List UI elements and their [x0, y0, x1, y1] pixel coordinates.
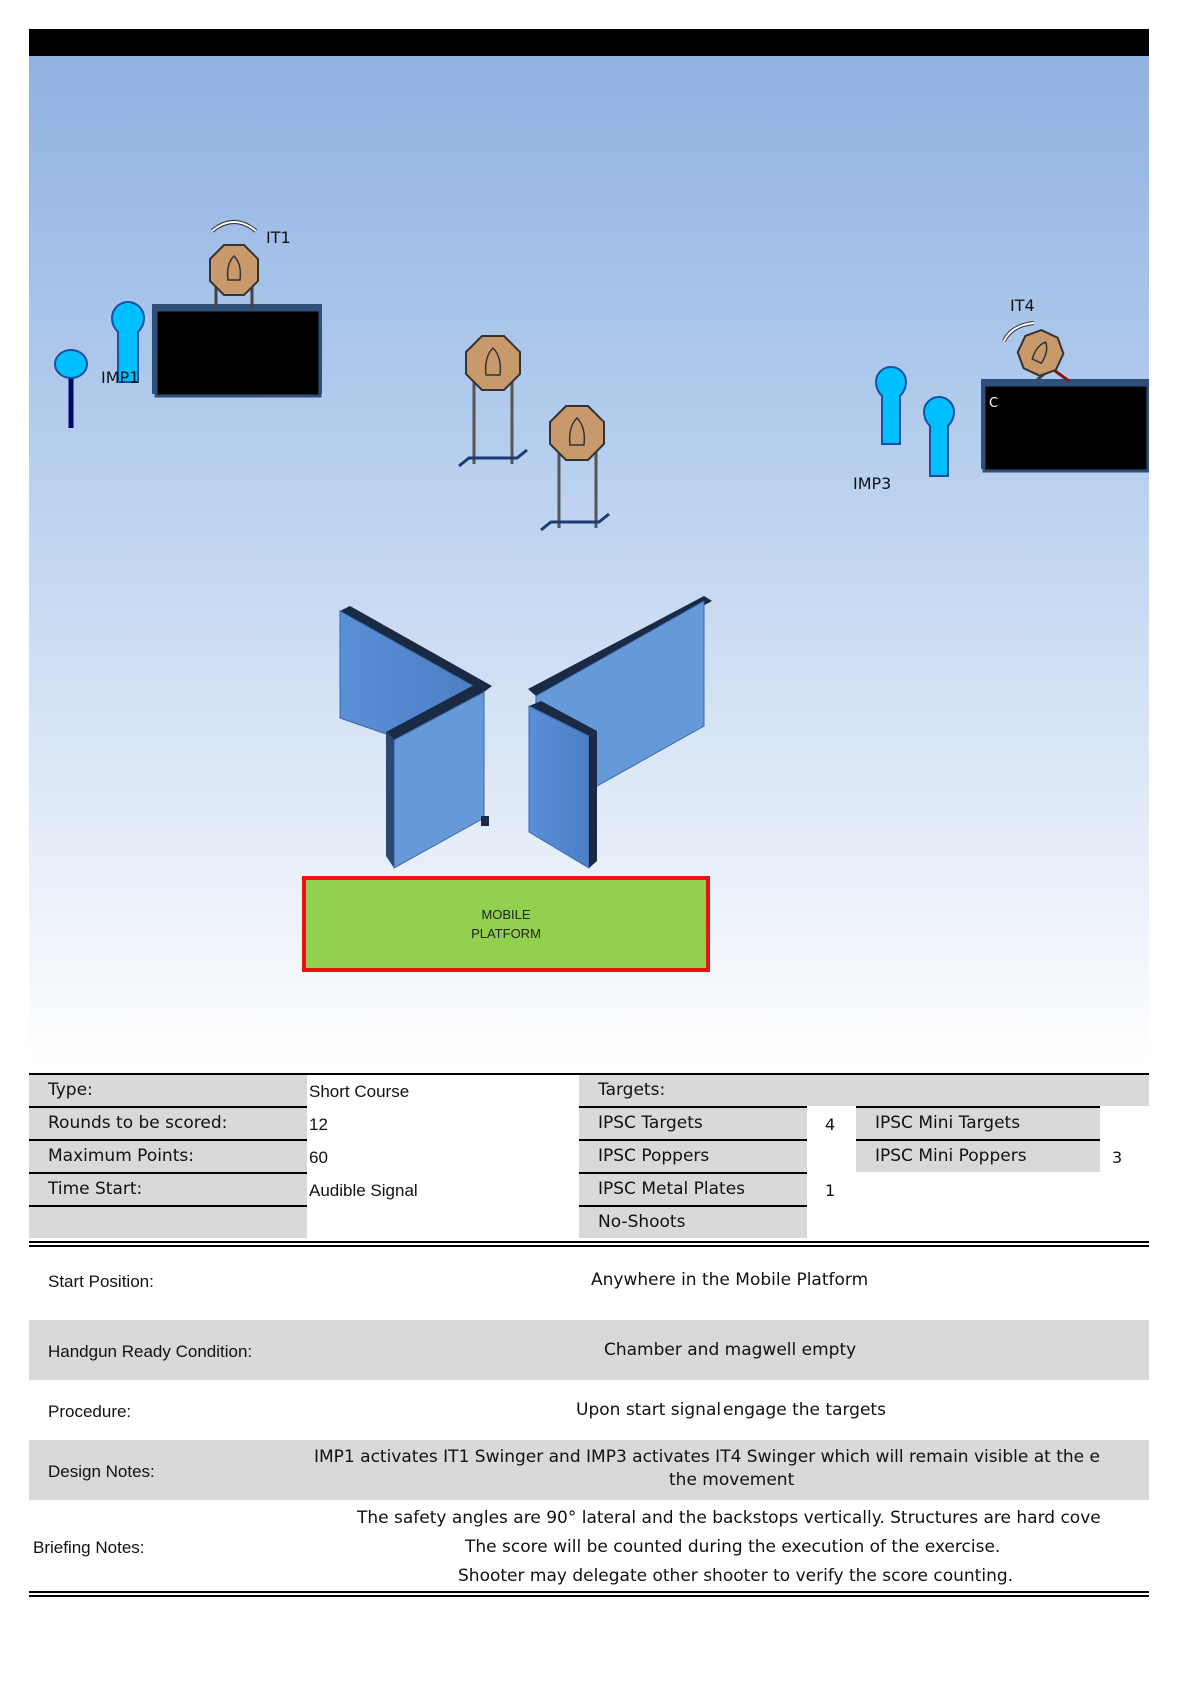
- ready-condition-label: Handgun Ready Condition:: [48, 1342, 253, 1361]
- wall-left-dark: [152, 304, 322, 398]
- ready-condition-value: Chamber and magwell empty: [604, 1340, 857, 1360]
- label-imp1: IMP1: [101, 368, 140, 387]
- procedure-row: Procedure: Upon start signal engage the …: [29, 1380, 1149, 1440]
- wall-right-dark: [981, 379, 1149, 473]
- start-position-value: Anywhere in the Mobile Platform: [591, 1270, 869, 1290]
- design-notes-row: Design Notes: IMP1 activates IT1 Swinger…: [29, 1440, 1149, 1500]
- design-notes-line2: the movement: [669, 1470, 795, 1490]
- popper-imp3-b: [922, 396, 956, 477]
- ipsc-poppers-label: IPSC Poppers: [579, 1139, 807, 1172]
- max-points-value: 60: [309, 1148, 328, 1167]
- type-value: Short Course: [309, 1082, 410, 1101]
- procedure-label: Procedure:: [48, 1402, 132, 1421]
- label-it1: IT1: [266, 228, 291, 247]
- swinger-it4: [1002, 321, 1070, 383]
- ipsc-metal-plates-value: 1: [825, 1181, 836, 1200]
- design-notes-line1: IMP1 activates IT1 Swinger and IMP3 acti…: [314, 1447, 1100, 1467]
- ipsc-mini-poppers-label: IPSC Mini Poppers: [856, 1139, 1100, 1172]
- popper-imp3-a: [874, 366, 908, 445]
- ipsc-metal-plates-label: IPSC Metal Plates: [579, 1172, 807, 1205]
- start-position-label: Start Position:: [48, 1272, 154, 1291]
- popper-imp1-pole: [54, 349, 88, 428]
- divider: [29, 1245, 1149, 1247]
- briefing-notes-line1: The safety angles are 90° lateral and th…: [357, 1508, 1101, 1528]
- procedure-value-part1: Upon start signal: [576, 1400, 722, 1420]
- briefing-notes-row: Briefing Notes: The safety angles are 90…: [29, 1500, 1149, 1588]
- type-label: Type:: [29, 1075, 307, 1106]
- empty-label-cell: [29, 1205, 307, 1238]
- no-shoots-label: No-Shoots: [579, 1205, 807, 1238]
- label-it4: IT4: [1010, 296, 1035, 315]
- target-center-1: [458, 335, 528, 468]
- stage-info-table: Type: Rounds to be scored: Maximum Point…: [29, 1073, 1149, 1241]
- divider: [29, 1591, 1149, 1593]
- ipsc-targets-label: IPSC Targets: [579, 1106, 807, 1139]
- rounds-value: 12: [309, 1115, 328, 1134]
- swinger-it1: [209, 220, 259, 308]
- briefing-notes-label: Briefing Notes:: [33, 1538, 145, 1557]
- popper-imp1: [110, 301, 146, 383]
- ipsc-mini-poppers-value: 3: [1112, 1148, 1123, 1167]
- barricade-left: [339, 606, 492, 869]
- divider: [29, 1595, 1149, 1597]
- ipsc-mini-targets-label: IPSC Mini Targets: [856, 1106, 1100, 1139]
- target-center-2: [540, 405, 610, 532]
- platform-label-line1: MOBILE: [481, 907, 531, 922]
- wall-mark: C: [989, 396, 999, 411]
- briefing-notes-line3: Shooter may delegate other shooter to ve…: [458, 1566, 1014, 1586]
- stage-drawing: [54, 220, 1149, 869]
- stage-diagram: IT1 IMP1 IT4 IMP3 C MOBILE PLATFORM: [29, 56, 1149, 1066]
- header-bar: [29, 29, 1149, 56]
- start-position-row: Start Position: Anywhere in the Mobile P…: [29, 1250, 1149, 1310]
- time-start-label: Time Start:: [29, 1172, 307, 1205]
- ipsc-targets-value: 4: [825, 1115, 836, 1134]
- briefing-notes-line2: The score will be counted during the exe…: [465, 1537, 1001, 1557]
- time-start-value: Audible Signal: [309, 1181, 418, 1200]
- targets-header: Targets:: [579, 1075, 1149, 1106]
- label-imp3: IMP3: [853, 474, 892, 493]
- procedure-value-part2: engage the targets: [723, 1400, 886, 1420]
- max-points-label: Maximum Points:: [29, 1139, 307, 1172]
- rounds-label: Rounds to be scored:: [29, 1106, 307, 1139]
- barricade-right: [528, 596, 712, 869]
- divider: [29, 1241, 1149, 1243]
- mobile-platform: MOBILE PLATFORM: [302, 876, 710, 972]
- ready-condition-row: Handgun Ready Condition: Chamber and mag…: [29, 1320, 1149, 1380]
- design-notes-label: Design Notes:: [48, 1462, 155, 1481]
- platform-label-line2: PLATFORM: [471, 926, 541, 941]
